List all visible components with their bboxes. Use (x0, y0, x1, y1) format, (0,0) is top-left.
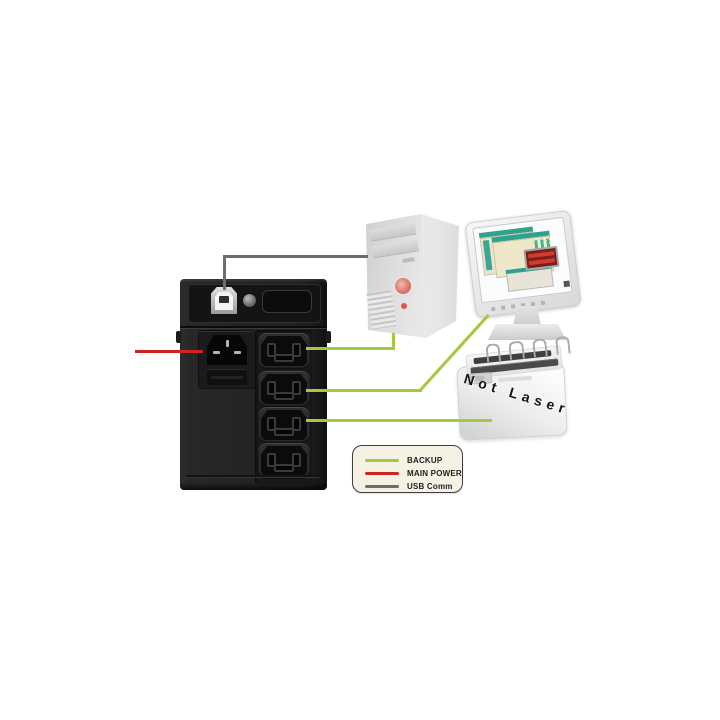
paper-rack-wire (554, 335, 571, 356)
monitor (464, 206, 598, 358)
paper-rack-wire (508, 340, 525, 360)
printer: Not Laser (456, 335, 576, 446)
outlet-slot (274, 354, 294, 362)
screen-red-bar (527, 251, 555, 259)
backup-line-swatch (365, 458, 399, 462)
tower-power-led (401, 303, 407, 309)
usb-b-port (211, 287, 237, 314)
legend-label: BACKUP (407, 455, 443, 465)
printer-display (470, 376, 484, 381)
outlet-slot (267, 343, 276, 357)
ups-side-tab (326, 331, 331, 343)
backup-line-printer (306, 419, 492, 422)
monitor-bezel (464, 209, 582, 319)
backup-line-computer-vertical (392, 333, 395, 350)
outlet-slot (267, 453, 276, 467)
backup-line-computer-horizontal (306, 347, 395, 350)
outlet-slot (292, 453, 301, 467)
tower-side-panel (421, 214, 459, 338)
outlet-face (261, 336, 307, 366)
outlet-slot (292, 381, 301, 395)
legend: BACKUP MAIN POWER USB Comm (352, 445, 463, 493)
ups-panel-groove (180, 326, 327, 328)
outlet-face (261, 446, 307, 476)
tower-power-button (395, 278, 411, 294)
fuse-holder (207, 369, 247, 385)
optical-drive-bay (371, 239, 420, 259)
main-power-line (135, 350, 203, 353)
inlet-pin (213, 351, 220, 354)
monitor-stand-base (488, 324, 566, 340)
ups-bottom-groove (186, 475, 321, 477)
ups-rear-panel (180, 279, 327, 490)
outlet-slot (292, 417, 301, 431)
outlet-c13-4 (258, 443, 310, 479)
inlet-pin (226, 340, 229, 347)
outlet-face (261, 374, 307, 404)
outlet-slot (267, 381, 276, 395)
outlet-column (255, 330, 312, 484)
outlet-c13-1 (258, 333, 310, 369)
screen-red-panel (523, 245, 560, 271)
breaker-slot (262, 290, 312, 313)
computer-tower (356, 206, 468, 351)
main-power-line-swatch (365, 471, 399, 475)
tower-drive-bays (369, 222, 420, 268)
screen-small-icon (563, 280, 571, 288)
monitor-screen (472, 216, 573, 304)
outlet-c13-2 (258, 371, 310, 407)
outlet-slot (267, 417, 276, 431)
outlet-c13-3 (258, 407, 310, 443)
legend-label: MAIN POWER (407, 468, 462, 478)
usb-comm-line-swatch (365, 484, 399, 488)
ac-inlet-module (198, 330, 256, 389)
paper-rack-wire (531, 338, 548, 358)
legend-item-usb-comm: USB Comm (365, 480, 462, 492)
screen-red-bar (528, 258, 556, 266)
outlet-face (261, 410, 307, 440)
screen-red-panel-inner (525, 247, 558, 269)
tower-vent-grille (366, 290, 397, 330)
inlet-pin (234, 351, 241, 354)
ups-side-tab (176, 331, 181, 343)
fuse-ridge (211, 376, 243, 379)
outlet-slot (274, 464, 294, 472)
backup-line-monitor-horizontal (306, 389, 422, 392)
outlet-slot (274, 392, 294, 400)
usb-comm-line-horizontal (223, 255, 368, 258)
legend-item-backup: BACKUP (365, 454, 462, 466)
outlet-slot (274, 428, 294, 436)
paper-rack-wire (485, 342, 502, 363)
reset-button (243, 294, 256, 307)
legend-item-main-power: MAIN POWER (365, 467, 462, 479)
legend-label: USB Comm (407, 481, 453, 491)
usb-pin-block (219, 296, 229, 303)
outlet-slot (292, 343, 301, 357)
usb-comm-line-vertical (223, 257, 226, 290)
ac-inlet-c14 (207, 335, 247, 365)
